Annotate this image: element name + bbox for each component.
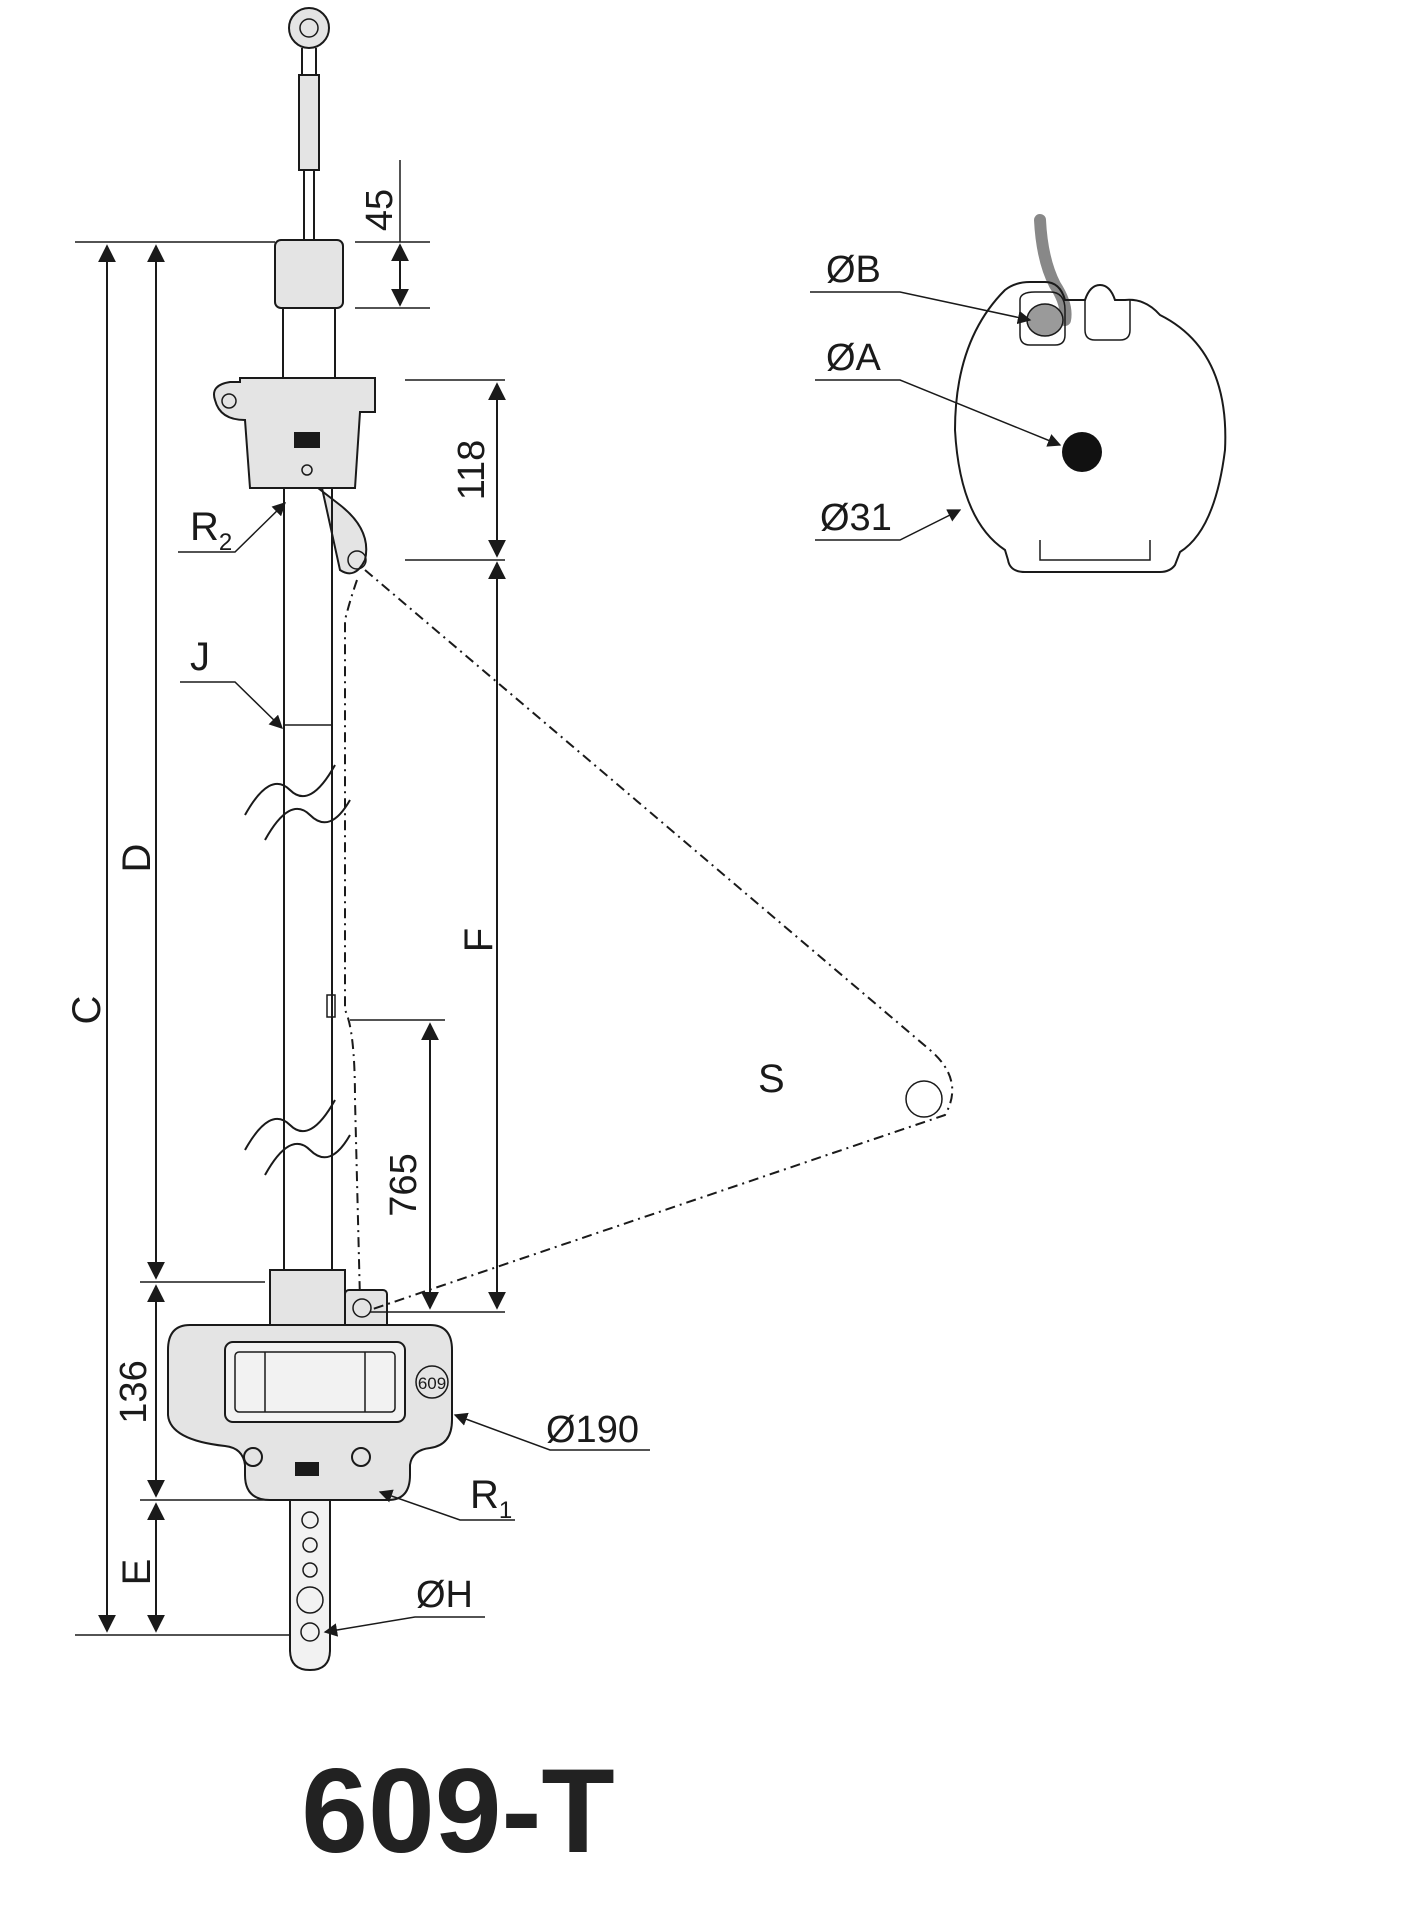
- sail-luff: [344, 579, 361, 1301]
- letter-D: D: [115, 844, 159, 873]
- foil-profile: [953, 281, 1227, 573]
- stay-terminal: [298, 74, 320, 171]
- dim-31: Ø31: [820, 497, 892, 539]
- label-R2: R2: [190, 505, 232, 556]
- furler-assembly: 609: [167, 7, 453, 1672]
- model-title: 609-T: [301, 1744, 614, 1878]
- dim-136: 136: [113, 1360, 155, 1423]
- label-R1: R1: [470, 1473, 512, 1524]
- stay-section-a: [1062, 432, 1102, 472]
- sail-outline: [364, 569, 954, 1311]
- logo-small: [294, 432, 320, 448]
- top-eye: [288, 7, 330, 49]
- luff-groove-b: [1026, 303, 1064, 337]
- label-S: S: [758, 1057, 785, 1101]
- dia-A: ØA: [826, 337, 882, 379]
- dia-B: ØB: [826, 249, 881, 291]
- dim-45: 45: [359, 189, 401, 231]
- clew-ring: [905, 1080, 943, 1118]
- foil-section-detail: ØB ØA Ø31: [810, 214, 1227, 573]
- drum-badge-label: 609: [418, 1374, 446, 1393]
- tack-link: [289, 1499, 331, 1672]
- break-mark-lower: [244, 1099, 336, 1151]
- drum-badge: [415, 1365, 449, 1399]
- logo-drum: [295, 1462, 319, 1476]
- top-swivel: [274, 239, 344, 309]
- letter-E: E: [115, 1559, 159, 1586]
- letter-F: F: [457, 928, 501, 952]
- dim-118: 118: [451, 440, 493, 501]
- dimensions: 45 118 F 765 C D 136 E R2 J S Ø190: [65, 160, 785, 1637]
- drum-window: [224, 1341, 406, 1423]
- letter-C: C: [65, 996, 109, 1025]
- drum-neck: [269, 1269, 346, 1326]
- dim-765: 765: [383, 1153, 425, 1216]
- dim-190: Ø190: [546, 1409, 639, 1451]
- dia-H: ØH: [416, 1574, 473, 1616]
- label-J: J: [190, 635, 210, 679]
- break-mark-upper: [244, 764, 336, 816]
